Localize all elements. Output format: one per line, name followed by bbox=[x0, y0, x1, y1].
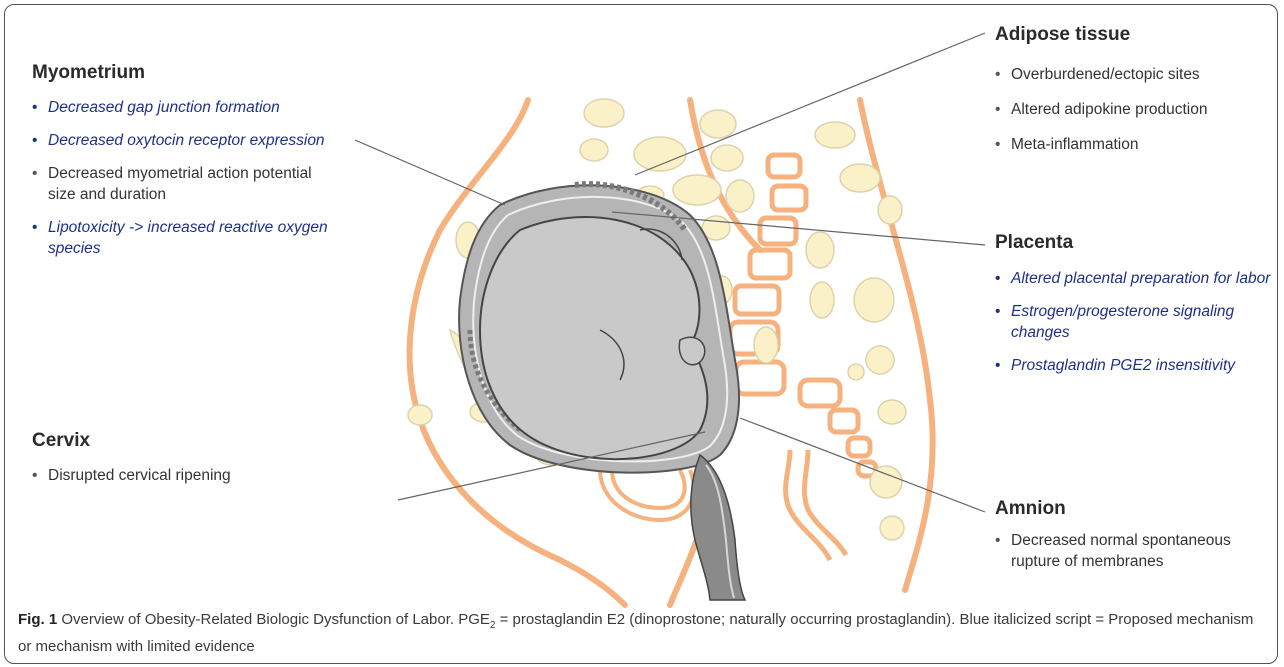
placenta-item-pge2: Prostaglandin PGE2 insensitivity bbox=[995, 355, 1280, 376]
adipose-item-meta-inflammation: Meta-inflammation bbox=[995, 134, 1275, 155]
cervix-item-ripening: Disrupted cervical ripening bbox=[32, 465, 332, 486]
myometrium-item-oxytocin: Decreased oxytocin receptor expression bbox=[32, 130, 332, 151]
adipose-list: Overburdened/ectopic sites Altered adipo… bbox=[995, 64, 1275, 167]
figure-label: Fig. 1 bbox=[18, 611, 57, 628]
myometrium-item-action-potential: Decreased myometrial action potential si… bbox=[32, 163, 332, 205]
myometrium-item-lipotoxicity: Lipotoxicity -> increased reactive oxyge… bbox=[32, 217, 332, 259]
placenta-item-preparation: Altered placental preparation for labor bbox=[995, 268, 1280, 289]
adipose-heading: Adipose tissue bbox=[995, 24, 1130, 46]
myometrium-heading: Myometrium bbox=[32, 62, 145, 84]
placenta-list: Altered placental preparation for labor … bbox=[995, 268, 1280, 388]
cervix-list: Disrupted cervical ripening bbox=[32, 465, 332, 498]
placenta-heading: Placenta bbox=[995, 232, 1073, 254]
caption-text-1: Overview of Obesity-Related Biologic Dys… bbox=[61, 611, 490, 628]
cervix-heading: Cervix bbox=[32, 430, 90, 452]
adipose-item-ectopic: Overburdened/ectopic sites bbox=[995, 64, 1275, 85]
amnion-leader bbox=[740, 418, 985, 512]
fetus bbox=[480, 217, 707, 459]
adipose-item-adipokine: Altered adipokine production bbox=[995, 99, 1275, 120]
adipose-leader bbox=[635, 33, 985, 175]
pelvic-organs bbox=[600, 470, 694, 520]
cervix-canal bbox=[691, 455, 745, 600]
amnion-item-rupture: Decreased normal spontaneous rupture of … bbox=[995, 530, 1280, 572]
spine bbox=[730, 155, 876, 560]
myometrium-list: Decreased gap junction formation Decreas… bbox=[32, 97, 332, 271]
amnion-heading: Amnion bbox=[995, 498, 1066, 520]
amnion-list: Decreased normal spontaneous rupture of … bbox=[995, 530, 1280, 584]
figure-caption: Fig. 1 Overview of Obesity-Related Biolo… bbox=[18, 609, 1268, 657]
placenta-item-estrogen: Estrogen/progesterone signaling changes bbox=[995, 301, 1280, 343]
myometrium-item-gap-junction: Decreased gap junction formation bbox=[32, 97, 332, 118]
